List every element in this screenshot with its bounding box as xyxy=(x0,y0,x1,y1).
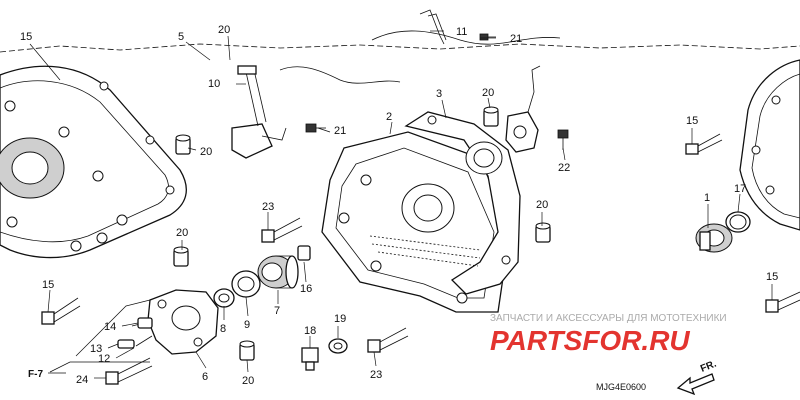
seal-8 xyxy=(213,288,235,308)
seal-9 xyxy=(231,270,261,298)
callout-23: 23 xyxy=(370,369,382,381)
middle-cover-2 xyxy=(321,131,511,313)
bearing-7 xyxy=(257,255,299,289)
callout-16: 16 xyxy=(300,283,312,295)
callout-20: 20 xyxy=(536,199,548,211)
callout-21: 21 xyxy=(510,33,522,45)
watermark-brand-right: .RU xyxy=(641,325,690,356)
leader-lines xyxy=(29,30,773,379)
callout-23: 23 xyxy=(262,201,274,213)
collars-20 xyxy=(173,106,551,361)
bolts xyxy=(41,33,800,385)
callout-19: 19 xyxy=(334,313,346,325)
callout-10: 10 xyxy=(208,78,220,90)
front-arrow-icon xyxy=(676,373,715,396)
callout-1: 1 xyxy=(704,192,710,204)
callout-5: 5 xyxy=(178,31,184,43)
sensor-top-right xyxy=(505,65,541,153)
plug-1 xyxy=(695,223,733,253)
callout-15: 15 xyxy=(42,279,54,291)
callout-22: 22 xyxy=(558,162,570,174)
watermark-brand-left: PARTS xyxy=(490,325,583,356)
callout-2: 2 xyxy=(386,111,392,123)
right-cover-fragment xyxy=(739,59,800,231)
callout-18: 18 xyxy=(304,325,316,337)
callout-20: 20 xyxy=(242,375,254,387)
sensor-10 xyxy=(231,65,287,159)
callout-24: 24 xyxy=(76,374,88,386)
callout-17: 17 xyxy=(734,183,746,195)
tube-11 xyxy=(279,9,561,84)
callout-9: 9 xyxy=(244,319,250,331)
ref-f7-label: F-7 xyxy=(28,369,43,380)
callout-14: 14 xyxy=(104,321,116,333)
collar-16 xyxy=(297,245,311,261)
watermark-brand: PARTSFOR.RU xyxy=(490,325,690,356)
callout-20: 20 xyxy=(176,227,188,239)
callout-15: 15 xyxy=(766,271,778,283)
callout-11: 11 xyxy=(456,26,467,38)
callout-8: 8 xyxy=(220,323,226,335)
gasket-hatch xyxy=(369,235,481,267)
callout-15: 15 xyxy=(20,31,32,43)
callout-numbers: 15 5 20 11 21 10 3 20 21 2 20 22 15 23 2… xyxy=(20,24,778,387)
callout-6: 6 xyxy=(202,371,208,383)
callout-21: 21 xyxy=(334,125,346,137)
fitting-14 xyxy=(137,317,153,329)
watermark-brand-mid: FOR xyxy=(582,325,642,356)
front-direction-label: FR. xyxy=(699,358,718,374)
watermark-logo: ЗАПЧАСТИ И АКСЕССУАРЫ ДЛЯ МОТОТЕХНИКИ PA… xyxy=(490,313,727,356)
watermark-subtitle: ЗАПЧАСТИ И АКСЕССУАРЫ ДЛЯ МОТОТЕХНИКИ xyxy=(490,313,727,324)
torn-top-edge xyxy=(0,43,800,53)
callout-13: 13 xyxy=(90,343,102,355)
callout-12: 12 xyxy=(98,353,110,365)
callout-20: 20 xyxy=(218,24,230,36)
callout-15: 15 xyxy=(686,115,698,127)
diagram-code: MJG4E0600 xyxy=(596,382,646,392)
housing-6 xyxy=(131,289,219,355)
callout-20: 20 xyxy=(482,87,494,99)
callout-7: 7 xyxy=(274,305,280,317)
o-ring-17 xyxy=(725,211,751,233)
callout-20: 20 xyxy=(200,146,212,158)
left-cover xyxy=(0,65,187,259)
callout-3: 3 xyxy=(436,88,442,100)
washer-19 xyxy=(328,338,348,354)
cover-3 xyxy=(404,111,521,295)
fitting-13 xyxy=(117,339,135,349)
